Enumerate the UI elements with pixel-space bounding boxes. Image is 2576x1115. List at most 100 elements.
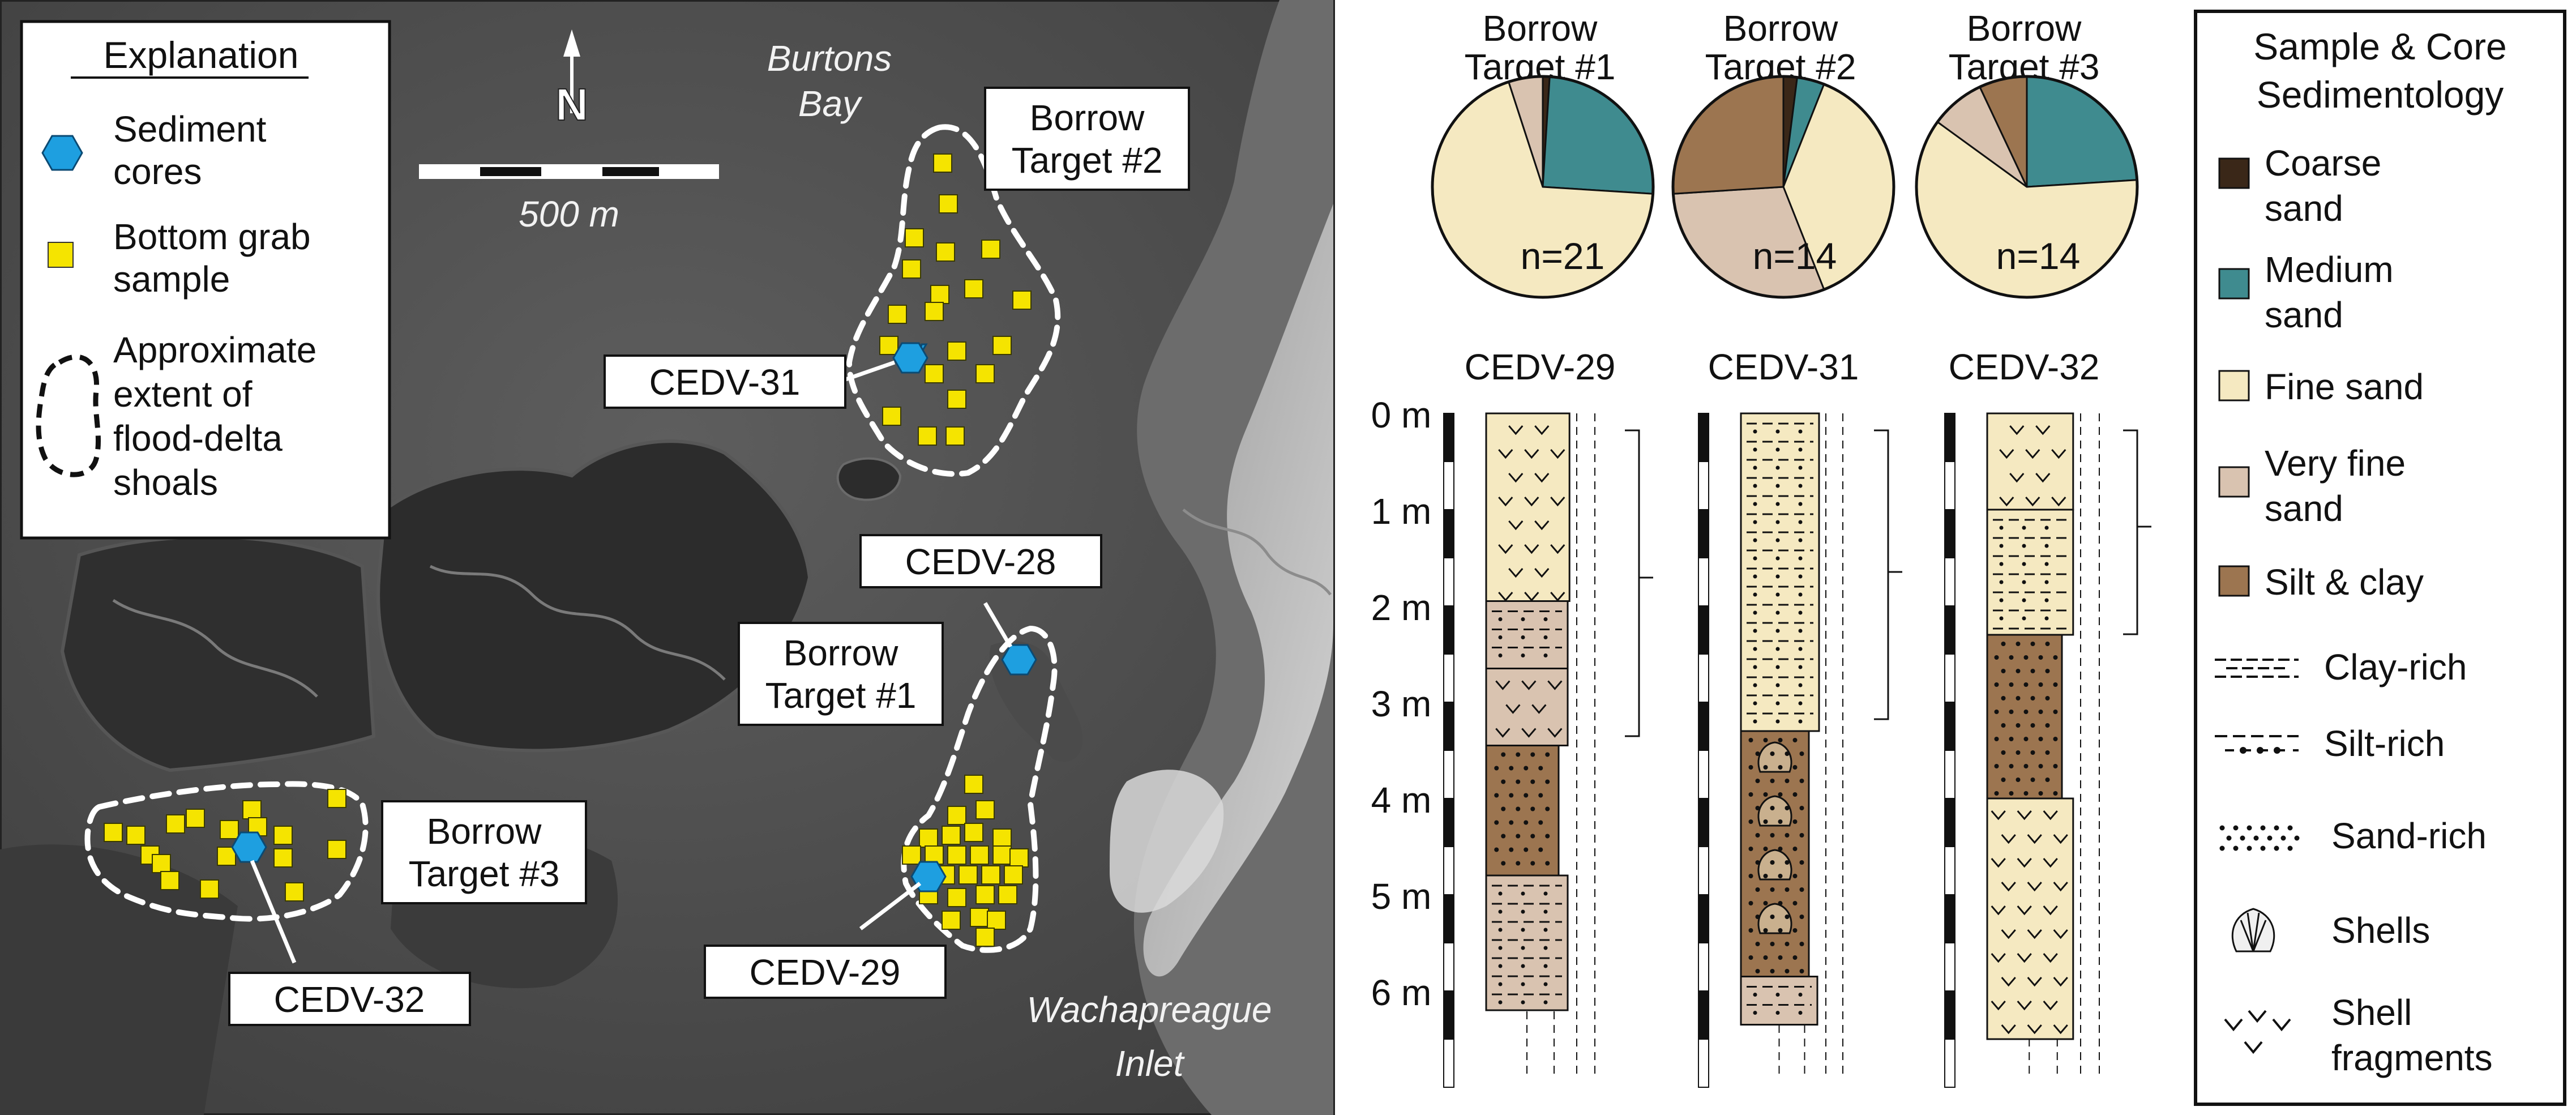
grab-sample-marker <box>964 279 983 298</box>
sand-dot <box>2023 682 2029 687</box>
sand-dot <box>1538 847 1543 852</box>
core-marker-cedv-32[interactable] <box>231 831 267 863</box>
target-3-line-2: Target #3 <box>409 853 560 894</box>
pie-slice-medium <box>1542 75 1654 195</box>
sand-dot <box>2016 696 2021 700</box>
sand-dot <box>1748 819 1753 824</box>
fragment-mark <box>1524 449 1539 459</box>
depth-scale-segment <box>1443 942 1454 992</box>
grab-sample-marker <box>970 908 989 927</box>
grab-sample-marker <box>273 826 293 845</box>
grab-sample-marker <box>975 364 995 383</box>
sand-dot <box>1763 955 1768 960</box>
silt-dot <box>1775 429 1780 434</box>
sand-dot <box>2294 835 2300 841</box>
silt-dot <box>1753 683 1757 687</box>
sand-dot <box>1755 915 1760 919</box>
depth-scale-segment <box>1698 798 1709 847</box>
silt-dot <box>1798 447 1803 452</box>
sand-dot <box>2023 764 2029 768</box>
inlet-shoal <box>1110 770 1224 913</box>
grab-sample-marker <box>285 882 304 902</box>
core-column-cedv-29 <box>1443 412 1595 1088</box>
sand-dot <box>1770 779 1775 783</box>
place-labels: Burtons Bay Wachapreague Inlet <box>767 38 1272 1084</box>
sand-dot <box>1792 792 1798 797</box>
fragment-mark <box>2027 882 2042 892</box>
fragment-mark <box>1534 473 1550 483</box>
silt-dot <box>1753 701 1757 706</box>
fragment-mark <box>1991 858 2006 868</box>
grab-sample-marker <box>933 153 952 173</box>
depth-scale-segment <box>1944 653 1955 703</box>
silt-dot <box>1775 629 1780 633</box>
sand-dot <box>2053 710 2058 714</box>
silt-dot <box>1798 1011 1803 1015</box>
fragment-mark <box>1498 544 1513 554</box>
pie-n-target-2: n=14 <box>1753 235 1837 277</box>
sand-dot <box>1516 861 1521 866</box>
core-log-title-cedv-29: CEDV-29 <box>1465 347 1616 387</box>
sand-dot <box>1778 738 1783 742</box>
sand-dot <box>1799 806 1804 810</box>
north-arrow-letter: N <box>555 79 588 130</box>
sand-dot <box>1524 766 1529 771</box>
silt-dot <box>2022 544 2026 548</box>
silt-dot <box>1753 447 1757 452</box>
silt-dot <box>1753 556 1757 561</box>
silt-dot <box>1798 429 1803 434</box>
sand-dot <box>1501 752 1506 757</box>
sand-dot <box>2030 777 2035 782</box>
sand-dot <box>2001 777 2006 782</box>
sand-dot <box>1785 806 1790 810</box>
shell-mark <box>1757 849 1792 881</box>
silt-dot <box>1753 719 1757 724</box>
legend-dashed-outline-icon <box>36 354 101 477</box>
fragment-mark <box>1991 953 2006 963</box>
label-box-target-2 <box>984 87 1190 191</box>
fragment-mark <box>1999 497 2014 507</box>
sand-dot <box>2038 737 2043 741</box>
sand-dot <box>1538 820 1543 825</box>
silt-dot <box>1521 617 1525 621</box>
core-logs: CEDV-29 CEDV-31 CEDV-32 0 m 1 m 2 m 3 m … <box>1371 347 2151 1088</box>
core-marker-cedv-28[interactable] <box>1001 644 1037 676</box>
sand-dot <box>1770 806 1775 810</box>
sand-dot <box>2233 825 2239 831</box>
silt-dot <box>1798 502 1803 506</box>
sand-dot <box>2038 655 2043 660</box>
shell-mark <box>1757 795 1792 827</box>
silt-dot <box>1798 993 1803 997</box>
silt-dot <box>1753 592 1757 597</box>
leader-lines <box>250 360 1013 964</box>
fragment-mark <box>2009 473 2025 483</box>
depth-scale-segment <box>1698 605 1709 655</box>
core-unit-fine <box>1740 412 1820 732</box>
sand-dot <box>2009 737 2014 741</box>
legend-silt-rich: Silt-rich <box>2324 723 2445 764</box>
fragment-mark <box>2025 449 2040 459</box>
fragment-mark <box>1508 425 1524 435</box>
fragment-mark <box>2043 858 2058 868</box>
sand-dot <box>1494 847 1499 852</box>
grab-sample-marker <box>217 847 236 866</box>
silt-dot <box>1753 520 1757 524</box>
grab-sample-marker <box>930 285 949 304</box>
grab-sample-marker <box>902 845 921 865</box>
sand-dot <box>2045 723 2050 728</box>
sand-dot <box>2219 825 2225 831</box>
silt-dot <box>1498 909 1503 914</box>
fragment-mark <box>2053 929 2068 939</box>
sand-dot <box>1799 969 1804 973</box>
silt-dot <box>1521 964 1525 968</box>
silt-dot <box>2044 562 2049 566</box>
sand-dot <box>1545 806 1550 811</box>
fragment-mark <box>2035 473 2051 483</box>
grab-sample-marker <box>981 240 1000 259</box>
sand-dot <box>2023 710 2029 714</box>
core-marker-cedv-31-hex[interactable] <box>892 342 928 374</box>
silt-dot <box>1798 520 1803 524</box>
sand-dot <box>1792 765 1798 770</box>
fragment-mark <box>2053 1024 2068 1035</box>
fragment-mark <box>1547 728 1563 738</box>
